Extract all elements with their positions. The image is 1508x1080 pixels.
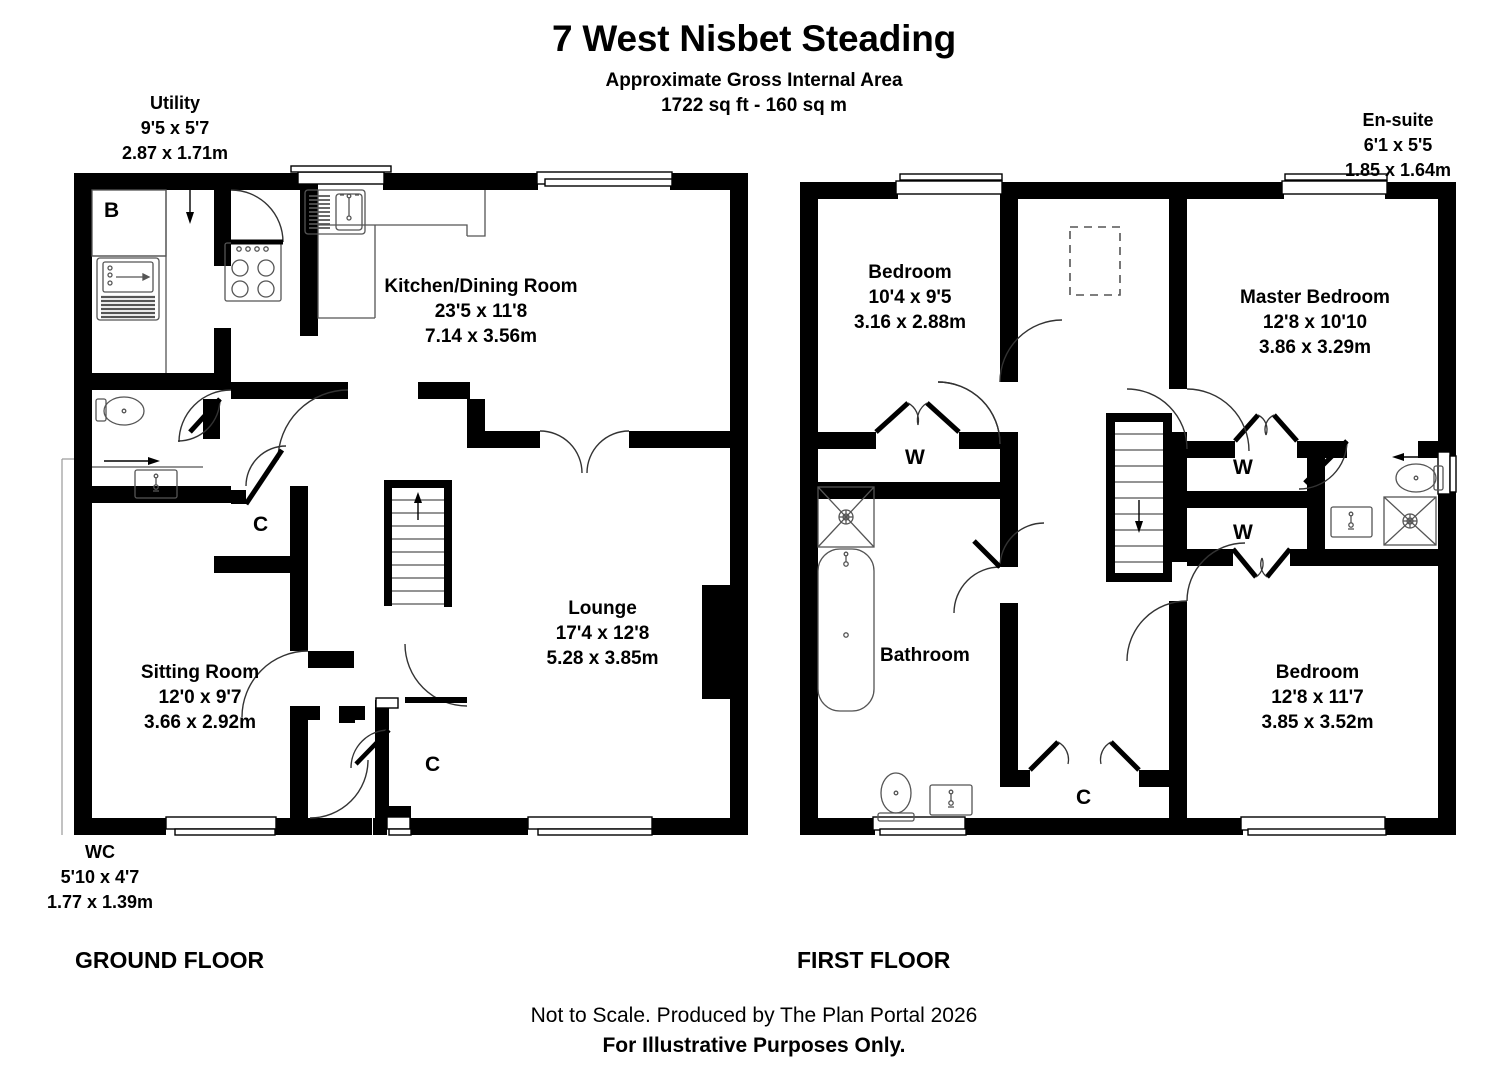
- callout-wc-name: WC: [85, 842, 115, 862]
- gross-area-value: 1722 sq ft - 160 sq m: [661, 95, 847, 116]
- first-floor-windows: [872, 173, 1457, 836]
- tag-cupboard-hall: C: [253, 513, 269, 536]
- tag-wardrobe-bedroom2: W: [905, 446, 925, 469]
- bedroom-3-metric: 3.85 x 3.52m: [1261, 712, 1374, 733]
- sink-icon: [304, 189, 366, 235]
- room-label-master-bedroom: Master Bedroom 12'8 x 10'10 3.86 x 3.29m: [1200, 285, 1430, 360]
- master-bedroom-metric: 3.86 x 3.29m: [1259, 337, 1371, 358]
- bedroom-3-imperial: 12'8 x 11'7: [1271, 687, 1364, 708]
- callout-en-suite-metric: 1.85 x 1.64m: [1344, 160, 1452, 180]
- callout-wc: WC 5'10 x 4'7 1.77 x 1.39m: [0, 840, 210, 915]
- bedroom-2-imperial: 10'4 x 9'5: [868, 287, 952, 308]
- bath-icon: [817, 548, 875, 712]
- lounge-metric: 5.28 x 3.85m: [546, 648, 659, 669]
- callout-en-suite: En-suite 6'1 x 5'5 1.85 x 1.64m: [1288, 108, 1508, 183]
- master-bedroom-imperial: 12'8 x 10'10: [1262, 312, 1368, 333]
- callout-utility-imperial: 9'5 x 5'7: [140, 118, 210, 138]
- ground-floor-windows: [165, 165, 673, 836]
- room-label-bathroom: Bathroom: [880, 643, 1060, 668]
- floor-label-ground: GROUND FLOOR: [75, 947, 265, 973]
- kitchen-dining-room-name: Kitchen/Dining Room: [384, 276, 578, 297]
- footer-note: Not to Scale. Produced by The Plan Porta…: [530, 1004, 978, 1027]
- first-floor-walls: [800, 182, 1456, 835]
- basin-icon-wc: [134, 469, 178, 499]
- sitting-room-imperial: 12'0 x 9'7: [158, 687, 242, 708]
- floor-label-first: FIRST FLOOR: [797, 947, 951, 973]
- ground-floor-walls: [74, 173, 748, 835]
- room-label-kitchen-dining-room: Kitchen/Dining Room 23'5 x 11'8 7.14 x 3…: [370, 274, 592, 349]
- callout-en-suite-name: En-suite: [1362, 110, 1434, 130]
- callout-utility-metric: 2.87 x 1.71m: [121, 143, 229, 163]
- ground-floor-fixtures: [61, 189, 486, 835]
- room-label-bedroom-2: Bedroom 10'4 x 9'5 3.16 x 2.88m: [815, 260, 1005, 335]
- room-label-sitting-room: Sitting Room 12'0 x 9'7 3.66 x 2.92m: [100, 660, 300, 735]
- bathroom-name: Bathroom: [880, 645, 970, 666]
- master-bedroom-name: Master Bedroom: [1240, 287, 1390, 308]
- first-floor-doors: [874, 319, 1349, 772]
- callout-utility-name: Utility: [149, 93, 200, 113]
- bedroom-2-name: Bedroom: [868, 262, 952, 283]
- toilet-icon-bathroom: [877, 772, 915, 822]
- footer-disclaimer: For Illustrative Purposes Only.: [602, 1034, 906, 1057]
- callout-wc-metric: 1.77 x 1.39m: [46, 892, 154, 912]
- room-label-bedroom-3: Bedroom 12'8 x 11'7 3.85 x 3.52m: [1215, 660, 1420, 735]
- tag-boiler: B: [104, 199, 120, 222]
- tag-cupboard-understairs: C: [425, 753, 441, 776]
- tag-cupboard-landing: C: [1076, 786, 1092, 809]
- basin-icon-bathroom: [929, 784, 973, 816]
- ground-floor-doors: [177, 189, 630, 819]
- kitchen-dining-room-metric: 7.14 x 3.56m: [425, 326, 537, 347]
- callout-wc-imperial: 5'10 x 4'7: [60, 867, 140, 887]
- page-title: 7 West Nisbet Steading: [551, 18, 957, 59]
- shower-icon-ensuite: [1383, 496, 1437, 546]
- washer-icon: [96, 257, 160, 321]
- ground-floor-stairs: [392, 492, 444, 605]
- first-floor-stairs: [1115, 433, 1163, 563]
- bedroom-2-metric: 3.16 x 2.88m: [854, 312, 966, 333]
- toilet-icon-ensuite: [1395, 463, 1444, 493]
- room-label-lounge: Lounge 17'4 x 12'8 5.28 x 3.85m: [500, 596, 705, 671]
- sitting-room-metric: 3.66 x 2.92m: [144, 712, 256, 733]
- callout-utility: Utility 9'5 x 5'7 2.87 x 1.71m: [75, 91, 275, 166]
- first-floor-fixtures: [817, 226, 1444, 822]
- lounge-imperial: 17'4 x 12'8: [555, 623, 650, 644]
- gross-area-label: Approximate Gross Internal Area: [605, 70, 903, 91]
- kitchen-dining-room-imperial: 23'5 x 11'8: [434, 301, 528, 322]
- tag-wardrobe-master-lower: W: [1233, 521, 1253, 544]
- first-floor-door-leaves: [972, 539, 1002, 569]
- basin-icon-ensuite: [1330, 506, 1373, 538]
- shower-icon-bathroom: [817, 486, 875, 548]
- first-floor-door-arcs: [937, 381, 1250, 662]
- tag-wardrobe-master-upper: W: [1233, 456, 1253, 479]
- sitting-room-name: Sitting Room: [140, 662, 260, 683]
- callout-en-suite-imperial: 6'1 x 5'5: [1363, 135, 1433, 155]
- lounge-name: Lounge: [568, 598, 637, 619]
- bedroom-3-name: Bedroom: [1275, 662, 1360, 683]
- toilet-icon-wc: [95, 396, 145, 426]
